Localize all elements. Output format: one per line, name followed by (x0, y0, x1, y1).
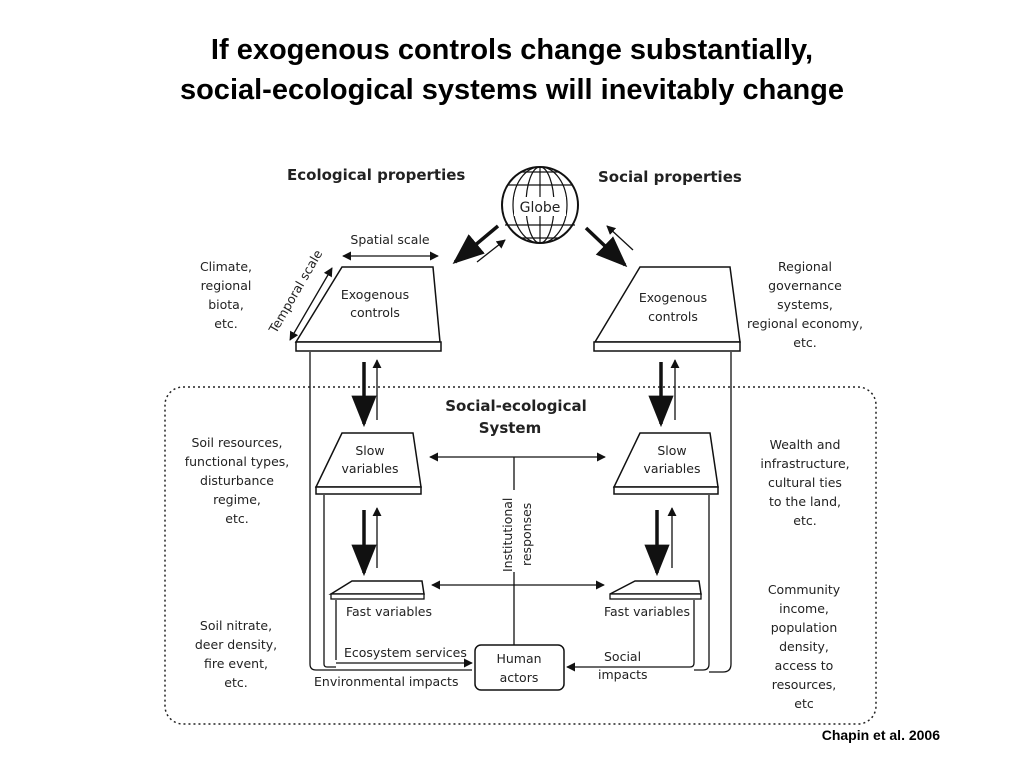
ecosystem-services-label: Ecosystem services (344, 645, 467, 660)
eco-exo-feedback-line (309, 352, 472, 671)
arrow-globe-to-eco (452, 224, 500, 265)
left-exogenous-examples: Climate, regional biota, etc. (200, 259, 252, 331)
svg-text:Community: Community (768, 582, 841, 597)
social-impacts-line1: Social (604, 649, 641, 664)
eco-fast-box (328, 580, 425, 595)
globe-label: Globe (520, 200, 561, 216)
left-fast-examples: Soil nitrate, deer density, fire event, … (195, 618, 277, 690)
right-slow-examples: Wealth and infrastructure, cultural ties… (760, 437, 849, 528)
right-fast-examples: Community income, population density, ac… (768, 582, 841, 711)
temporal-scale-arrow (289, 267, 333, 341)
svg-text:regime,: regime, (213, 492, 261, 507)
globe-icon (501, 166, 579, 244)
eco-slow-line2: variables (342, 461, 399, 476)
right-exogenous-examples: Regional governance systems, regional ec… (747, 259, 863, 350)
environmental-impacts-label: Environmental impacts (314, 674, 458, 689)
svg-text:biota,: biota, (208, 297, 244, 312)
svg-text:etc.: etc. (214, 316, 237, 331)
title-line-1: If exogenous controls change substantial… (210, 34, 814, 66)
svg-text:density,: density, (779, 639, 829, 654)
soc-exo-feedback-line (709, 352, 732, 673)
institutional-line1: Institutional (500, 498, 515, 572)
ses-title-line1: Social-ecological (445, 397, 586, 415)
citation: Chapin et al. 2006 (821, 727, 940, 743)
svg-text:Soil resources,: Soil resources, (191, 435, 282, 450)
ecological-properties-header: Ecological properties (287, 166, 465, 184)
eco-slow-base (315, 486, 422, 495)
arrow-globe-to-soc (584, 226, 628, 268)
eco-slow-box (314, 432, 422, 488)
svg-text:etc.: etc. (224, 675, 247, 690)
soc-slow-line2: variables (644, 461, 701, 476)
svg-text:Soil nitrate,: Soil nitrate, (200, 618, 272, 633)
svg-text:etc.: etc. (793, 335, 816, 350)
svg-text:systems,: systems, (777, 297, 833, 312)
svg-text:to the land,: to the land, (769, 494, 841, 509)
soc-exogenous-line2: controls (648, 309, 698, 324)
svg-text:regional economy,: regional economy, (747, 316, 863, 331)
ses-title-line2: System (479, 419, 541, 437)
slide-title: If exogenous controls change substantial… (0, 30, 1024, 110)
svg-text:population: population (771, 620, 838, 635)
svg-text:infrastructure,: infrastructure, (760, 456, 849, 471)
soc-slow-feedback-line (694, 495, 710, 671)
ses-boundary (164, 386, 877, 725)
soc-exogenous-line1: Exogenous (639, 290, 707, 305)
svg-text:etc.: etc. (793, 513, 816, 528)
svg-text:functional types,: functional types, (185, 454, 290, 469)
human-actors-line2: actors (500, 670, 539, 685)
left-slow-examples: Soil resources, functional types, distur… (185, 435, 290, 526)
human-actors-box (474, 644, 565, 691)
eco-exogenous-base (295, 341, 442, 352)
svg-text:cultural ties: cultural ties (768, 475, 842, 490)
eco-fast-label: Fast variables (346, 604, 432, 619)
institutional-line2: responses (519, 503, 534, 566)
soc-fast-box (609, 580, 702, 595)
svg-text:disturbance: disturbance (200, 473, 274, 488)
soc-fast-base (609, 593, 702, 600)
svg-text:income,: income, (779, 601, 829, 616)
eco-slow-feedback-line (323, 495, 336, 668)
social-impacts-line2: impacts (598, 667, 648, 682)
svg-text:resources,: resources, (772, 677, 837, 692)
human-actors-line1: Human (496, 651, 541, 666)
soc-slow-box (612, 432, 719, 488)
svg-text:etc.: etc. (225, 511, 248, 526)
soc-slow-line1: Slow (657, 443, 686, 458)
soc-fast-feedback-line (566, 600, 695, 672)
soc-fast-label: Fast variables (604, 604, 690, 619)
soc-slow-base (613, 486, 719, 495)
svg-text:fire event,: fire event, (204, 656, 268, 671)
eco-exogenous-line1: Exogenous (341, 287, 409, 302)
arrow-soc-to-globe (606, 225, 634, 251)
svg-text:Climate,: Climate, (200, 259, 252, 274)
eco-exogenous-line2: controls (350, 305, 400, 320)
soc-exogenous-base (593, 341, 741, 352)
eco-slow-line1: Slow (355, 443, 384, 458)
title-line-2: social-ecological systems will inevitabl… (179, 74, 845, 106)
svg-text:etc: etc (794, 696, 814, 711)
svg-text:deer density,: deer density, (195, 637, 277, 652)
svg-text:Regional: Regional (778, 259, 832, 274)
eco-fast-base (330, 593, 425, 600)
svg-text:regional: regional (201, 278, 252, 293)
svg-text:Wealth and: Wealth and (770, 437, 841, 452)
social-properties-header: Social properties (598, 168, 742, 186)
arrow-eco-to-globe (476, 239, 506, 263)
spatial-scale-label: Spatial scale (350, 232, 430, 247)
svg-text:governance: governance (768, 278, 842, 293)
svg-text:access to: access to (775, 658, 834, 673)
